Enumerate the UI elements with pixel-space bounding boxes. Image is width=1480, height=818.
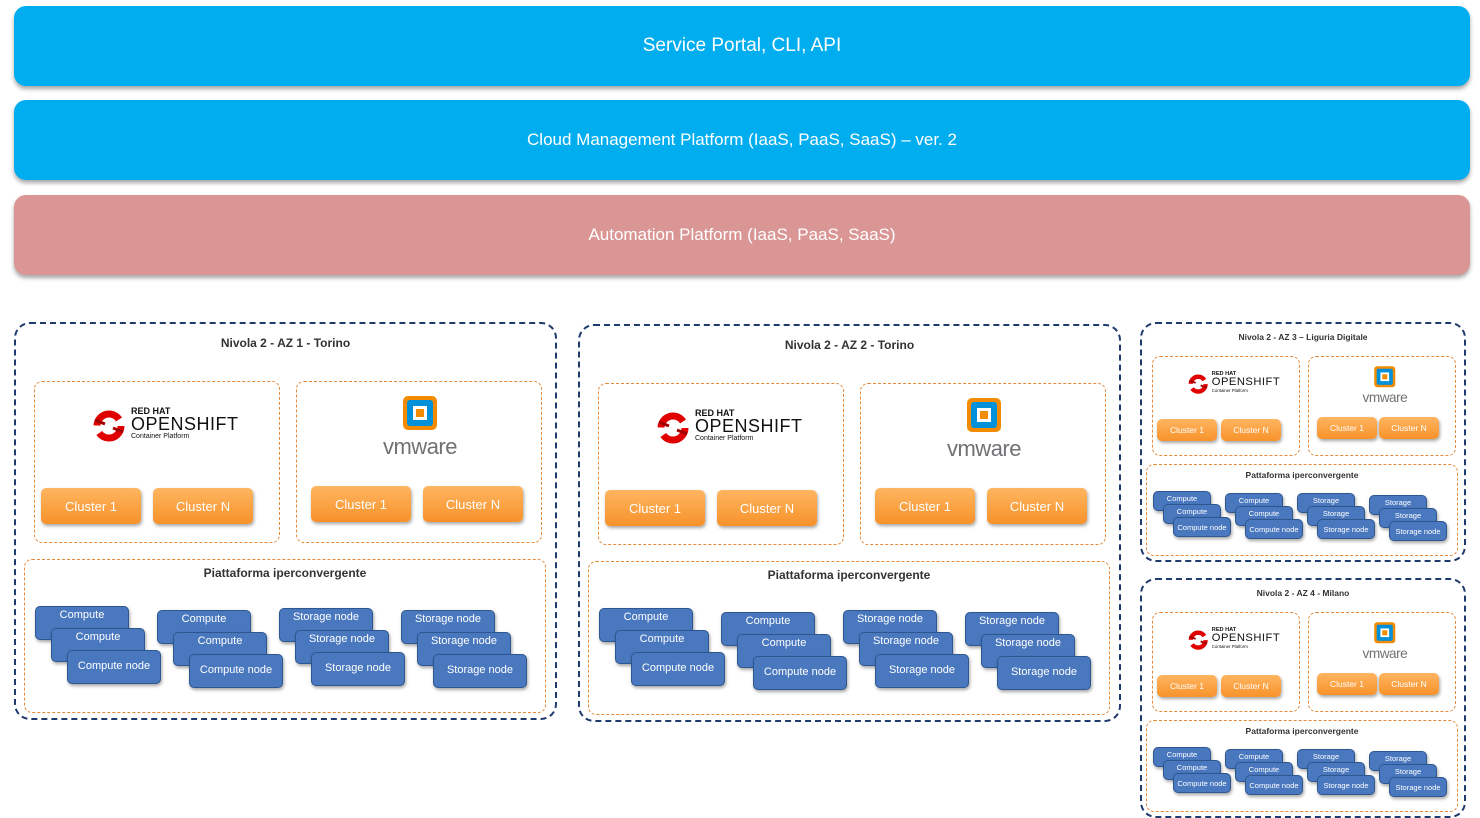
cluster-n: Cluster N	[717, 490, 817, 526]
openshift-icon	[657, 412, 689, 444]
hyperconverged-title: Piattaforma iperconvergente	[767, 568, 931, 582]
storage-node: Storage node	[1317, 519, 1375, 539]
vmware-logo: vmware	[939, 396, 1029, 462]
openshift-wordmark: OPENSHIFT	[1211, 631, 1281, 644]
redhat-wordmark: RED HAT	[131, 406, 171, 416]
vmware-wordmark: vmware	[382, 434, 458, 459]
vmware-wordmark: vmware	[1362, 389, 1408, 405]
cluster-1: Cluster 1	[1157, 419, 1217, 441]
cluster-1: Cluster 1	[875, 488, 975, 524]
zone-title: Nivola 2 - AZ 2 - Torino	[784, 338, 915, 352]
storage-node: Storage node	[433, 654, 527, 688]
hyperconverged-title: Pattaforma iperconvergente	[1245, 726, 1359, 736]
cluster-n: Cluster N	[1379, 417, 1439, 439]
service-portal-layer: Service Portal, CLI, API	[14, 6, 1470, 86]
compute-node: Compute node	[753, 656, 847, 690]
openshift-icon	[1188, 630, 1208, 650]
cluster-n: Cluster N	[1379, 673, 1439, 695]
automation-layer: Automation Platform (IaaS, PaaS, SaaS)	[14, 195, 1470, 275]
storage-node: Storage node	[1389, 777, 1447, 797]
cluster-1: Cluster 1	[1317, 673, 1377, 695]
compute-node: Compute node	[1245, 775, 1303, 795]
vmware-wordmark: vmware	[946, 436, 1022, 461]
hyperconverged-title: Piattaforma iperconvergente	[203, 566, 367, 580]
service-portal-label: Service Portal, CLI, API	[642, 35, 842, 56]
cluster-1: Cluster 1	[605, 490, 705, 526]
vmware-logo: vmware	[1357, 621, 1413, 662]
compute-node: Compute node	[189, 654, 283, 688]
hyperconverged-title: Pattaforma iperconvergente	[1245, 470, 1359, 480]
compute-node: Compute node	[67, 650, 161, 684]
storage-node: Storage node	[843, 610, 937, 644]
cluster-1: Cluster 1	[1317, 417, 1377, 439]
openshift-wordmark: OPENSHIFT	[1211, 375, 1281, 388]
cluster-n: Cluster N	[1221, 675, 1281, 697]
cloud-management-label: Cloud Management Platform (IaaS, PaaS, S…	[527, 130, 957, 149]
cluster-1: Cluster 1	[311, 486, 411, 522]
cluster-n: Cluster N	[987, 488, 1087, 524]
storage-node: Storage node	[1317, 775, 1375, 795]
compute-node: Compute	[51, 628, 145, 662]
zone-title: Nivola 2 - AZ 3 – Liguria Digitale	[1238, 332, 1368, 342]
cloud-management-layer: Cloud Management Platform (IaaS, PaaS, S…	[14, 100, 1470, 180]
openshift-wordmark: OPENSHIFT	[695, 416, 803, 436]
cluster-n: Cluster N	[423, 486, 523, 522]
redhat-wordmark: RED HAT	[1211, 627, 1237, 633]
storage-node: Storage node	[1389, 521, 1447, 541]
compute-node: Compute node	[631, 652, 725, 686]
redhat-wordmark: RED HAT	[1211, 371, 1237, 377]
openshift-icon	[93, 410, 125, 442]
container-platform-wordmark: Container Platform	[131, 433, 190, 440]
storage-node: Storage node	[311, 652, 405, 686]
container-platform-wordmark: Container Platform	[695, 435, 754, 442]
cluster-1: Cluster 1	[41, 488, 141, 524]
cluster-n: Cluster N	[153, 488, 253, 524]
cluster-n: Cluster N	[1221, 419, 1281, 441]
vmware-wordmark: vmware	[1362, 645, 1408, 661]
storage-node: Storage node	[997, 656, 1091, 690]
compute-node: Compute node	[1173, 773, 1231, 793]
openshift-icon	[1188, 374, 1208, 394]
vmware-cube-icon	[1374, 622, 1396, 644]
compute-node: Compute node	[1245, 519, 1303, 539]
vmware-logo: vmware	[1357, 365, 1413, 406]
container-platform-wordmark: Container Platform	[1211, 387, 1248, 393]
vmware-cube-icon	[1374, 366, 1396, 388]
cluster-1: Cluster 1	[1157, 675, 1217, 697]
automation-label: Automation Platform (IaaS, PaaS, SaaS)	[588, 225, 896, 244]
openshift-wordmark: OPENSHIFT	[131, 414, 239, 434]
vmware-cube-icon	[967, 398, 1001, 432]
vmware-logo: vmware	[375, 394, 465, 460]
zone-title: Nivola 2 - AZ 4 - Milano	[1256, 588, 1350, 598]
vmware-cube-icon	[403, 396, 437, 430]
compute-node: Compute node	[1173, 517, 1231, 537]
container-platform-wordmark: Container Platform	[1211, 643, 1248, 649]
redhat-wordmark: RED HAT	[695, 408, 735, 418]
storage-node: Storage node	[875, 654, 969, 688]
zone-title: Nivola 2 - AZ 1 - Torino	[220, 336, 351, 350]
